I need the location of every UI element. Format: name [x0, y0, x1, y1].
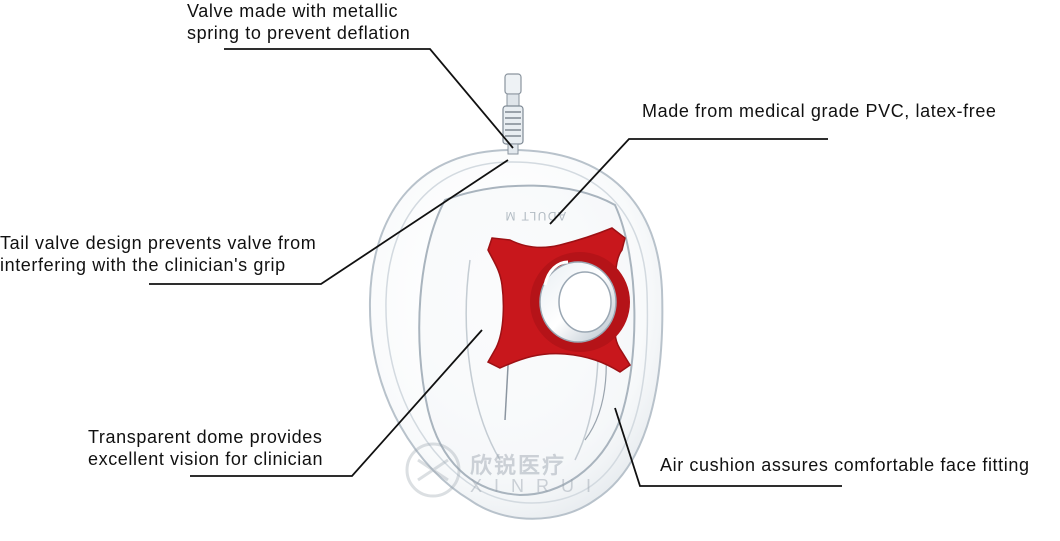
red-connector-ring: [486, 227, 632, 373]
annotation-dome: Transparent dome provides excellent visi…: [88, 426, 323, 470]
annotation-material-line1: Made from medical grade PVC, latex-free: [642, 101, 997, 121]
annotation-dome-line2: excellent vision for clinician: [88, 449, 324, 469]
leader-line-valve: [224, 48, 514, 149]
annotation-cushion: Air cushion assures comfortable face fit…: [660, 454, 1030, 476]
embossed-size-text: ADULT M: [504, 209, 566, 223]
annotation-tail-valve: Tail valve design prevents valve from in…: [0, 232, 316, 276]
leader-line-tail-valve: [149, 159, 509, 285]
leader-line-material: [549, 138, 828, 225]
leader-line-cushion: [614, 407, 842, 487]
annotation-valve-line1: Valve made with metallic: [187, 1, 399, 21]
annotation-valve-line2: spring to prevent deflation: [187, 23, 411, 43]
annotation-tail-valve-line2: interfering with the clinician's grip: [0, 255, 286, 275]
leader-lines: [149, 48, 842, 487]
annotation-valve: Valve made with metallic spring to preve…: [187, 0, 410, 44]
annotation-dome-line1: Transparent dome provides: [88, 427, 323, 447]
annotation-cushion-line1: Air cushion assures comfortable face fit…: [660, 455, 1030, 475]
annotation-tail-valve-line1: Tail valve design prevents valve from: [0, 233, 317, 253]
watermark-english: XINRUI: [470, 476, 604, 496]
inflation-valve: [502, 73, 524, 155]
annotation-material: Made from medical grade PVC, latex-free: [642, 100, 997, 122]
watermark-logo: [405, 442, 461, 498]
leader-line-dome: [190, 329, 483, 477]
watermark-chinese: 欣锐医疗: [470, 453, 567, 478]
